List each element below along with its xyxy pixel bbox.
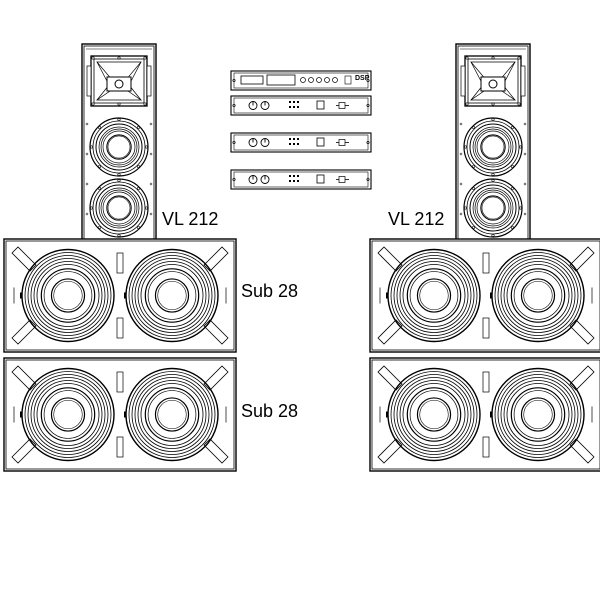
- subwoofer-driver-icon: [124, 248, 219, 343]
- sub28-cabinet-left-upper: [3, 238, 237, 353]
- equipment-rack: DSP: [230, 70, 372, 190]
- dsp-processor-icon: [230, 70, 372, 91]
- subwoofer-driver-icon: [20, 248, 115, 343]
- sub28-label-lower: Sub 28: [241, 401, 299, 421]
- vl212-label-right: VL 212: [388, 209, 445, 229]
- subwoofer-driver-icon: [386, 248, 481, 343]
- woofer-icon: [463, 178, 523, 238]
- sub28-cabinet-right-upper: [369, 238, 600, 353]
- subwoofer-driver-icon: [386, 367, 481, 462]
- sub28-cabinet-right-lower: [369, 357, 600, 472]
- subwoofer-driver-icon: [124, 367, 219, 462]
- woofer-icon: [463, 117, 523, 177]
- vl212-cabinet-right: [455, 43, 531, 242]
- dsp-badge: DSP: [355, 75, 370, 82]
- woofer-icon: [89, 117, 149, 177]
- sub28-cabinet-left-lower: [3, 357, 237, 472]
- subwoofer-driver-icon: [490, 367, 585, 462]
- horn-driver-icon: [460, 55, 526, 107]
- subwoofer-driver-icon: [20, 367, 115, 462]
- amplifier-icon: [230, 95, 372, 116]
- vl212-label-left: VL 212: [162, 209, 219, 229]
- vl212-cabinet-left: [81, 43, 157, 242]
- sub28-label-upper: Sub 28: [241, 281, 299, 301]
- subwoofer-driver-icon: [490, 248, 585, 343]
- woofer-icon: [89, 178, 149, 238]
- amplifier-icon: [230, 132, 372, 153]
- amplifier-icon: [230, 169, 372, 190]
- horn-driver-icon: [86, 55, 152, 107]
